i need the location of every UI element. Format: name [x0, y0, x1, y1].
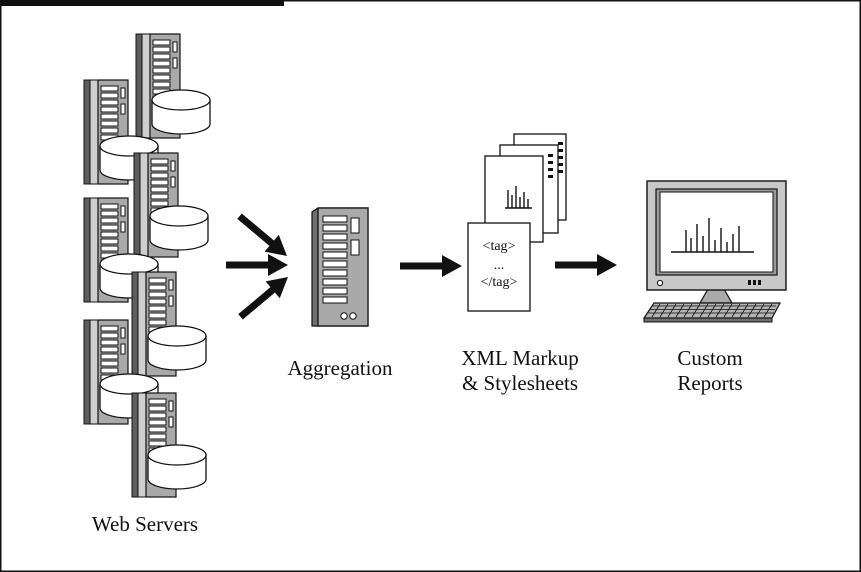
- arrow-upper-diagonal: [232, 207, 295, 265]
- label-xml-line2: & Stylesheets: [461, 371, 579, 395]
- web-server-5: [131, 271, 207, 377]
- aggregation-server-icon: [311, 207, 369, 327]
- xml-tag-open: <tag>: [483, 239, 516, 254]
- monitor-icon: [646, 180, 787, 304]
- web-server-3: [133, 152, 209, 258]
- label-xml-line1: XML Markup: [461, 346, 579, 370]
- label-web-servers: Web Servers: [91, 512, 199, 536]
- web-server-cluster: [83, 33, 211, 498]
- web-server-7: [131, 392, 207, 498]
- label-xml-markup: XML Markup & Stylesheets: [420, 346, 620, 396]
- xml-document-icon: <tag> ... </tag>: [467, 222, 531, 312]
- label-reports-line1: Custom: [677, 346, 743, 370]
- arrow-lower-diagonal: [233, 268, 296, 326]
- label-aggregation: Aggregation: [287, 356, 393, 380]
- arrow-to-xml: [400, 255, 462, 277]
- xml-tag-close: </tag>: [481, 275, 518, 290]
- xml-ellipsis: ...: [494, 258, 505, 273]
- arrow-middle: [226, 254, 288, 276]
- web-server-1: [135, 33, 211, 139]
- arrow-to-reports: [555, 254, 617, 276]
- header-bar: [0, 0, 284, 6]
- keyboard-icon: [642, 302, 781, 323]
- label-custom-reports: Custom Reports: [640, 346, 780, 396]
- label-reports-line2: Reports: [677, 371, 743, 395]
